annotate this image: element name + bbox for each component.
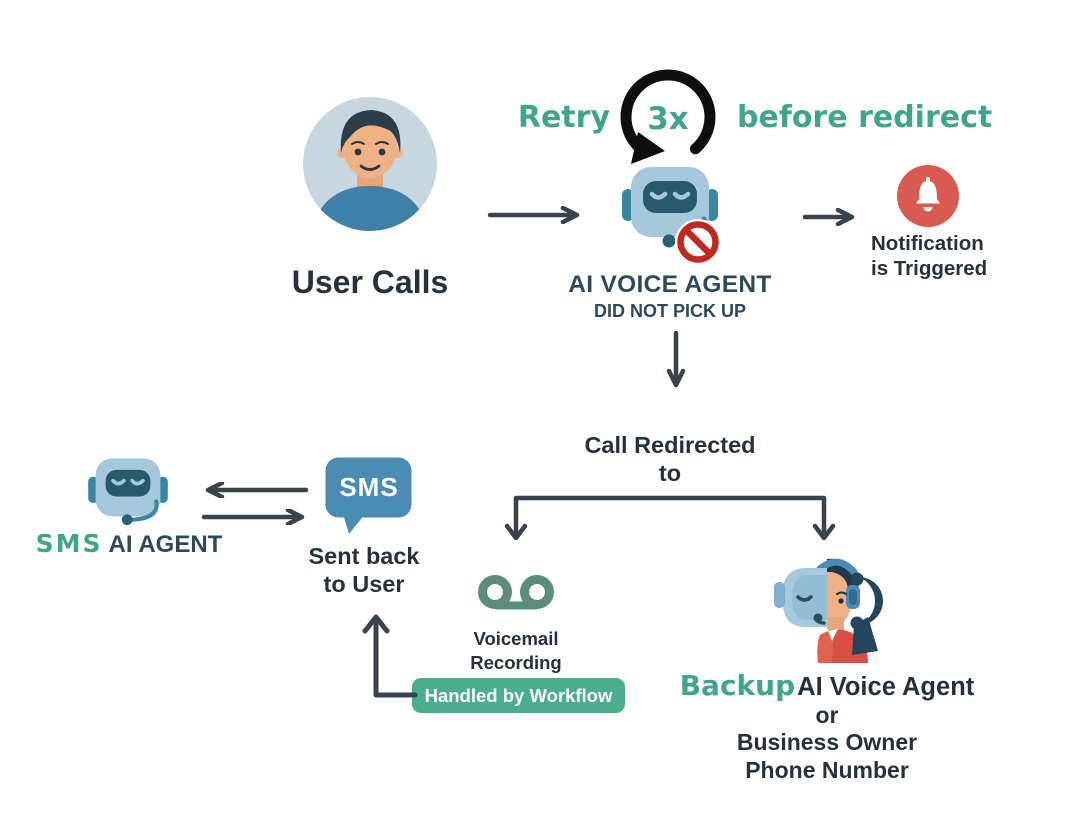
arrow-user-to-agent bbox=[487, 206, 580, 224]
sms-ai-agent-robot-icon bbox=[88, 458, 168, 526]
sms-agent-text: AI AGENT bbox=[108, 531, 223, 558]
backup-accent: Backup bbox=[679, 669, 796, 702]
redirect-line1: Call Redirected bbox=[584, 432, 756, 458]
backup-line1: BackupAI Voice Agent bbox=[661, 672, 993, 702]
sms-bubble-label: SMS bbox=[339, 472, 399, 502]
arrow-agent-to-redirect bbox=[666, 331, 686, 388]
notification-line2: is Triggered bbox=[871, 256, 988, 280]
redirect-line2: to bbox=[658, 460, 682, 486]
no-pickup-prohibition-icon bbox=[675, 219, 721, 265]
notification-line1: Notification bbox=[871, 232, 984, 255]
sent-back-line1: Sent back bbox=[308, 543, 420, 569]
backup-or: or bbox=[815, 701, 839, 728]
call-redirected-label: Call Redirected to bbox=[570, 431, 770, 487]
user-avatar-icon bbox=[303, 97, 437, 231]
arrow-sms-to-agent bbox=[205, 482, 309, 498]
did-not-pick-up-label: DID NOT PICK UP bbox=[593, 301, 746, 321]
sms-bubble-icon bbox=[325, 457, 412, 534]
voicemail-line1: Voicemail bbox=[473, 628, 559, 649]
notification-label: Notification is Triggered bbox=[871, 232, 987, 281]
sent-back-label: Sent back to User bbox=[288, 542, 440, 598]
voicemail-line2: Recording bbox=[470, 652, 562, 673]
backup-line3: Phone Number bbox=[745, 756, 909, 783]
backup-agent-label: BackupAI Voice Agent or Business Owner P… bbox=[661, 672, 993, 784]
sms-agent-accent: SMS bbox=[35, 529, 103, 558]
user-calls-label: User Calls bbox=[291, 264, 449, 300]
retry-loop-icon bbox=[620, 69, 716, 165]
handled-by-workflow-badge: Handled by Workflow bbox=[412, 678, 625, 713]
arrow-workflow-to-sms bbox=[362, 614, 418, 698]
backup-agent-icon bbox=[774, 558, 883, 663]
ai-voice-agent-title: AI VOICE AGENT bbox=[568, 271, 772, 298]
retry-label: Retry bbox=[517, 100, 610, 135]
arrow-agent-to-sms bbox=[201, 509, 305, 525]
arrow-agent-to-notification bbox=[802, 208, 855, 226]
notification-bell-icon bbox=[897, 165, 959, 227]
backup-title: AI Voice Agent bbox=[797, 673, 975, 701]
retry-suffix-label: before redirect bbox=[737, 100, 993, 135]
voicemail-icon bbox=[478, 575, 554, 610]
sent-back-line2: to User bbox=[323, 571, 405, 597]
retry-count-label: 3x bbox=[647, 101, 689, 137]
branch-connector-arrows bbox=[504, 495, 836, 541]
backup-line2: Business Owner bbox=[736, 729, 918, 755]
voicemail-label: Voicemail Recording bbox=[441, 627, 591, 675]
